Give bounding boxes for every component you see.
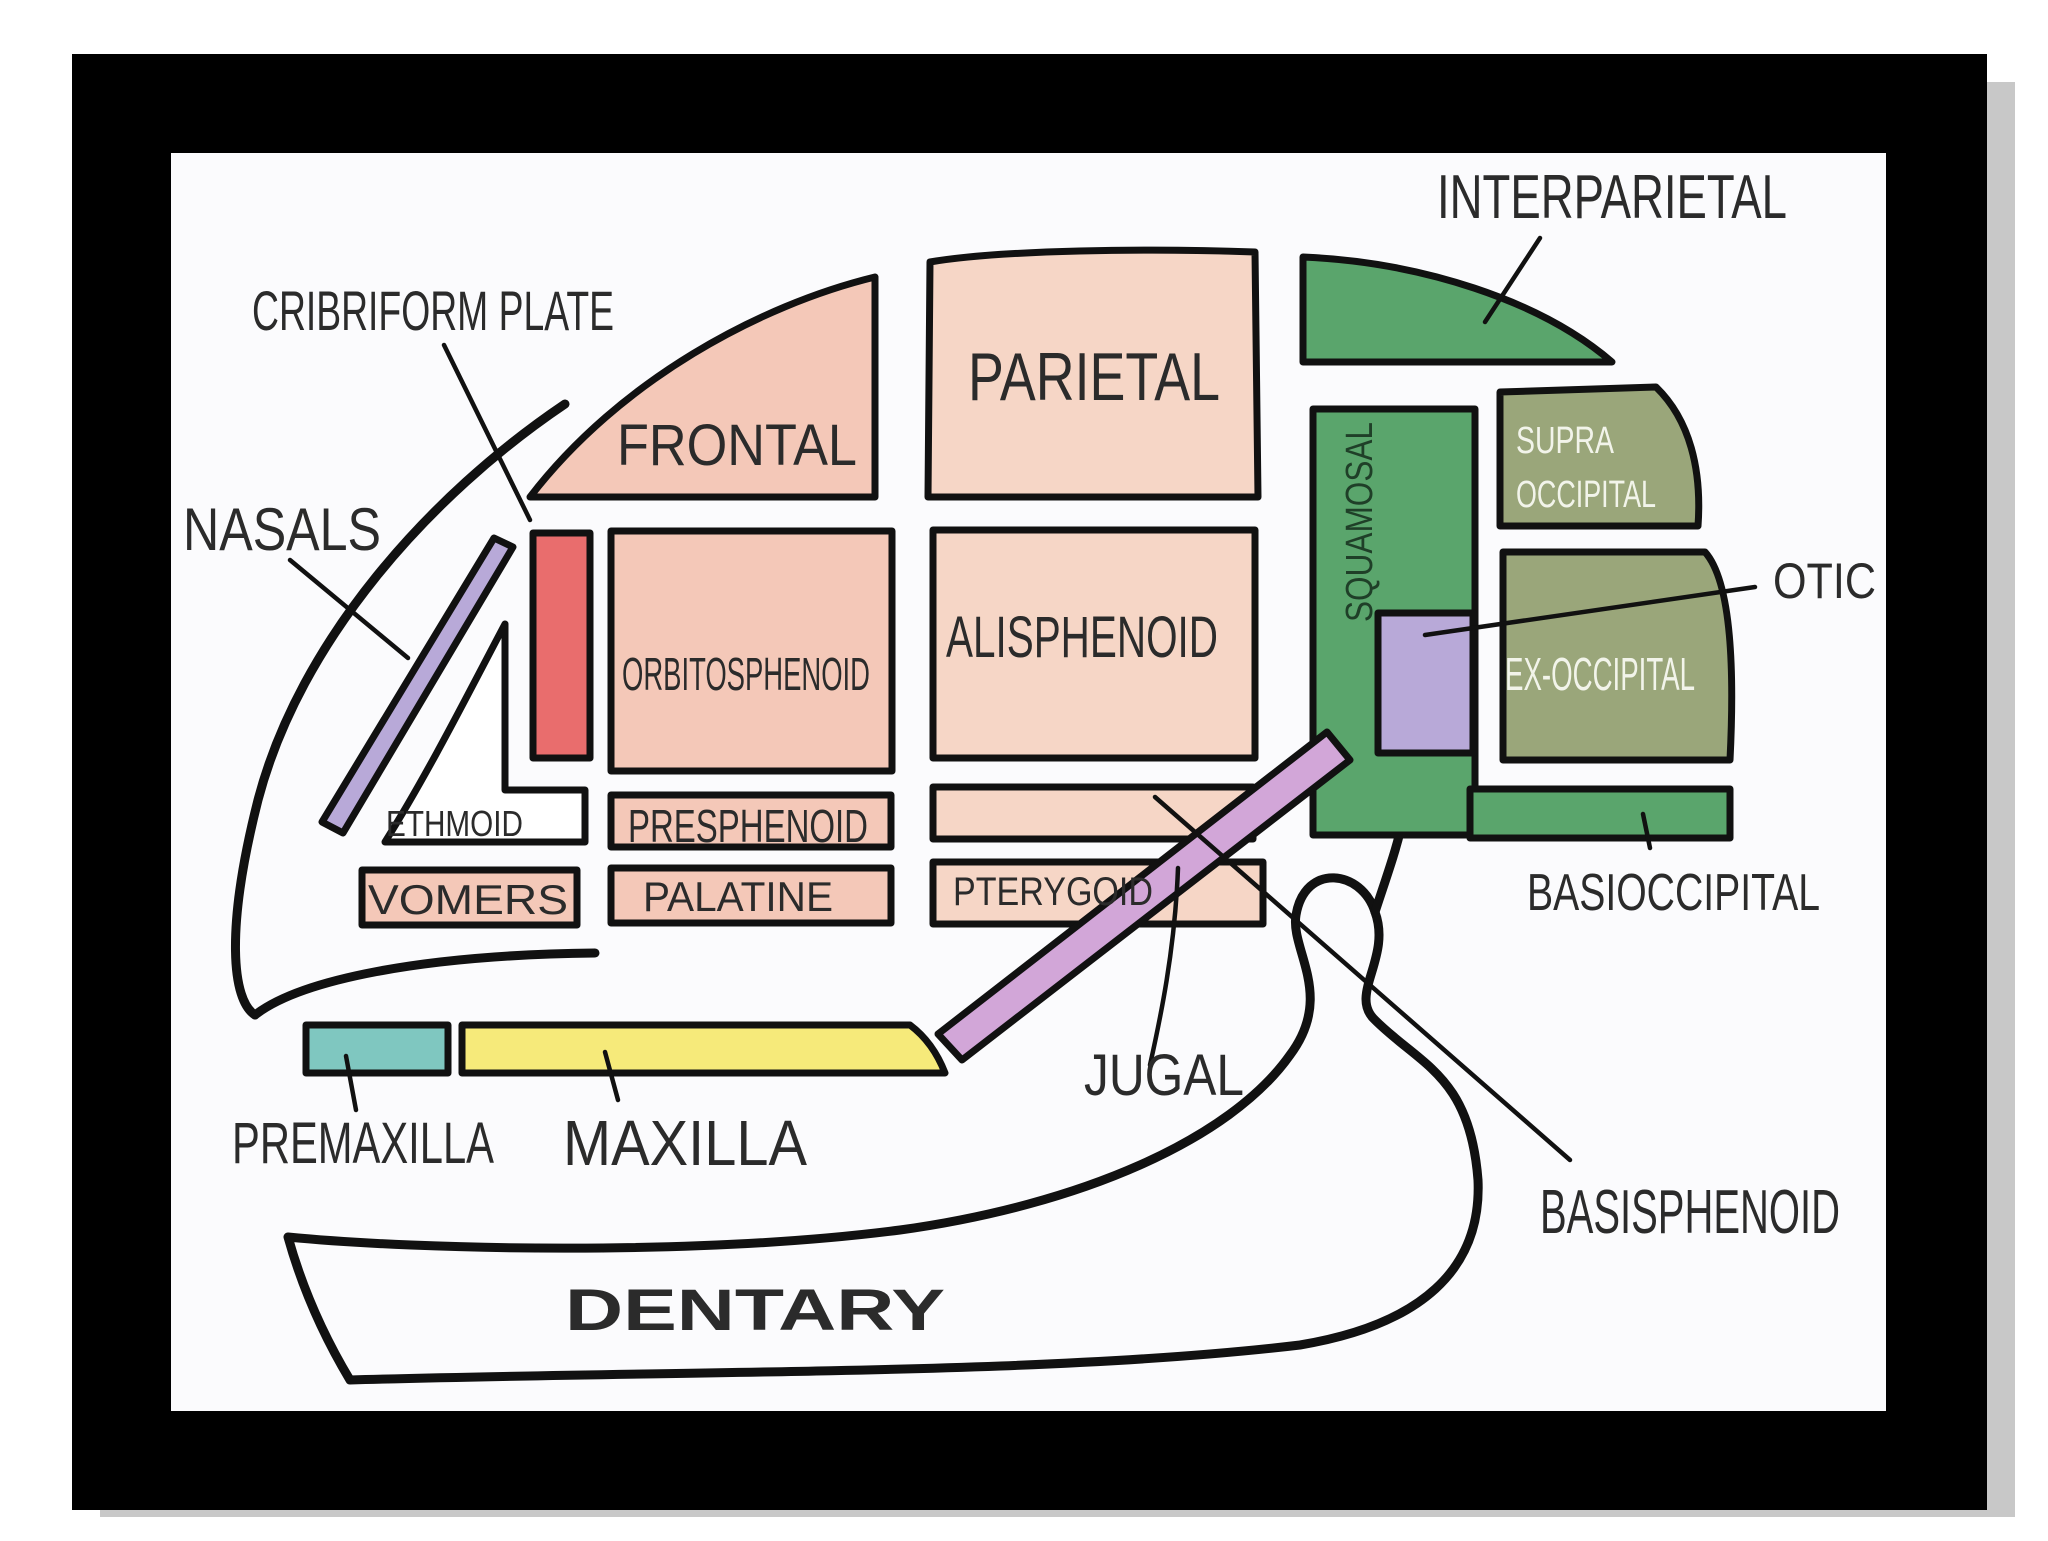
dentary-bone <box>283 873 1483 1385</box>
parietal-bone <box>924 246 1262 501</box>
maxilla-label: MAXILLA <box>563 1107 807 1179</box>
jugal-bone <box>934 728 1354 1064</box>
basioccipital-leader <box>1640 811 1653 851</box>
orbitosphenoid-bone <box>607 527 896 775</box>
premaxilla-leader <box>343 1053 359 1113</box>
alisphenoid-bone <box>929 526 1259 762</box>
ethmoid-label: ETHMOID <box>386 803 523 844</box>
supra-occipital-label-line2: OCCIPITAL <box>1516 474 1656 516</box>
otic-leader <box>1422 584 1758 638</box>
nasals-leader <box>287 557 411 661</box>
alisphenoid-label: ALISPHENOID <box>946 605 1218 670</box>
otic-label: OTIC <box>1773 553 1876 609</box>
squamosal-label: SQUAMOSAL <box>1339 422 1381 622</box>
ex-occipital-bone <box>1499 548 1736 764</box>
vomers-label: VOMERS <box>368 876 568 923</box>
parietal-label: PARIETAL <box>968 339 1220 415</box>
dentary-label: DENTARY <box>565 1278 945 1343</box>
frontal-label: FRONTAL <box>617 413 857 478</box>
palate-base-line <box>250 948 600 1020</box>
interparietal-bone <box>1299 253 1616 366</box>
palatine-label: PALATINE <box>643 873 833 920</box>
ethmoid-bone <box>381 620 589 846</box>
cribriform-plate-label: CRIBRIFORM PLATE <box>252 279 614 342</box>
maxilla-leader <box>602 1049 621 1103</box>
orbitosphenoid-label: ORBITOSPHENOID <box>622 648 870 700</box>
pterygoid-label: PTERYGOID <box>953 870 1153 914</box>
nasals-bone <box>318 534 517 837</box>
basioccipital-bone <box>1466 785 1734 842</box>
ex-occipital-label: EX-OCCIPITAL <box>1505 648 1695 700</box>
presphenoid-bone <box>607 791 895 851</box>
maxilla-bone <box>458 1021 949 1077</box>
jugal-label: JUGAL <box>1084 1043 1244 1108</box>
premaxilla-label: PREMAXILLA <box>232 1111 494 1176</box>
supra-occipital-label-line1: SUPRA <box>1516 420 1614 462</box>
basisphenoid-label: BASISPHENOID <box>1540 1178 1840 1247</box>
nasal-arc-outline <box>231 399 570 1020</box>
supra-occipital-bone <box>1496 383 1703 530</box>
presphenoid-label: PRESPHENOID <box>628 800 868 852</box>
basisphenoid-leader <box>1152 794 1573 1163</box>
premaxilla-bone <box>302 1021 452 1077</box>
palatine-bone <box>607 864 895 927</box>
cribriform-plate-bone <box>529 529 594 762</box>
basioccipital-label: BASIOCCIPITAL <box>1527 864 1820 922</box>
frontal-bone <box>526 273 879 501</box>
nasals-label: NASALS <box>183 496 381 563</box>
interparietal-label: INTERPARIETAL <box>1437 163 1787 232</box>
jugal-leader <box>1147 865 1181 1068</box>
vomers-bone <box>358 866 581 929</box>
cribriform-plate-leader <box>441 342 533 523</box>
interparietal-leader <box>1482 235 1543 325</box>
